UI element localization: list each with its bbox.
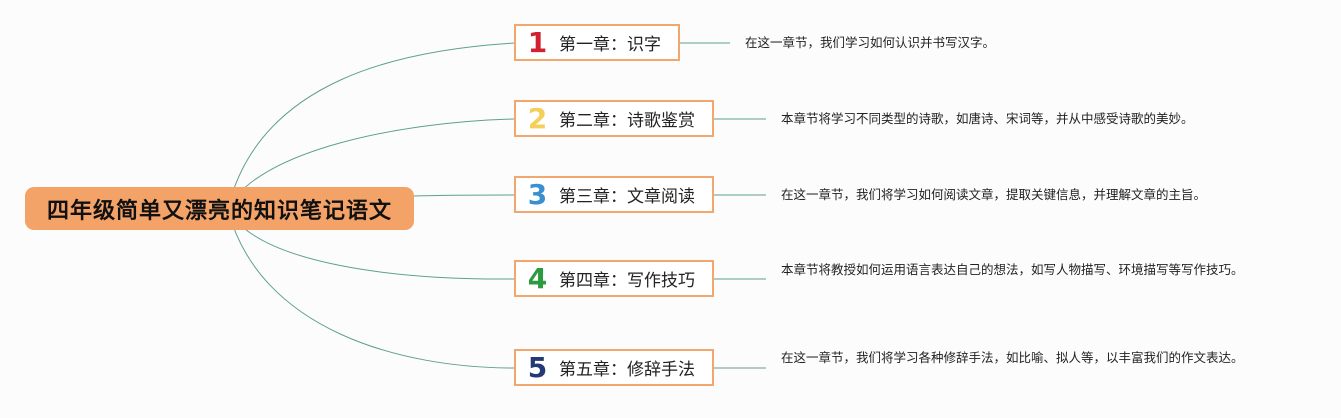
- chapter-label-1: 第一章：识字: [559, 35, 661, 55]
- chapter-number-2: 2: [527, 101, 548, 135]
- chapter-number-5: 5: [527, 350, 548, 384]
- chapter-number-1: 1: [527, 25, 548, 59]
- chapter-node-5[interactable]: 5 第五章：修辞手法: [514, 349, 714, 386]
- chapter-label-4: 第四章：写作技巧: [559, 271, 695, 291]
- chapter-description-4: 本章节将教授如何运用语言表达自己的想法，如写人物描写、环境描写等写作技巧。: [781, 262, 1244, 277]
- chapter-label-5: 第五章：修辞手法: [559, 360, 695, 380]
- chapter-node-2[interactable]: 2 第二章：诗歌鉴赏: [514, 100, 714, 137]
- chapter-node-1[interactable]: 1 第一章：识字: [514, 24, 680, 61]
- chapter-description-2: 本章节将学习不同类型的诗歌，如唐诗、宋词等，并从中感受诗歌的美妙。: [781, 111, 1194, 126]
- chapter-description-5: 在这一章节，我们将学习各种修辞手法，如比喻、拟人等，以丰富我们的作文表达。: [781, 350, 1244, 365]
- connector-branch-1: [227, 42, 515, 209]
- chapter-number-3: 3: [527, 177, 548, 211]
- chapter-node-4[interactable]: 4 第四章：写作技巧: [514, 260, 714, 297]
- chapter-description-3: 在这一章节，我们将学习如何阅读文章，提取关键信息，并理解文章的主旨。: [781, 187, 1207, 202]
- root-topic[interactable]: 四年级简单又漂亮的知识笔记语文: [25, 187, 414, 230]
- root-topic-label: 四年级简单又漂亮的知识笔记语文: [46, 198, 392, 224]
- connector-branch-3: [413, 194, 515, 197]
- connector-branch-5: [227, 209, 515, 369]
- chapter-description-1: 在这一章节，我们学习如何认识并书写汉字。: [745, 35, 996, 50]
- chapter-number-4: 4: [527, 261, 548, 295]
- chapter-label-2: 第二章：诗歌鉴赏: [559, 111, 695, 131]
- chapter-label-3: 第三章：文章阅读: [559, 187, 695, 207]
- chapter-node-3[interactable]: 3 第三章：文章阅读: [514, 176, 714, 213]
